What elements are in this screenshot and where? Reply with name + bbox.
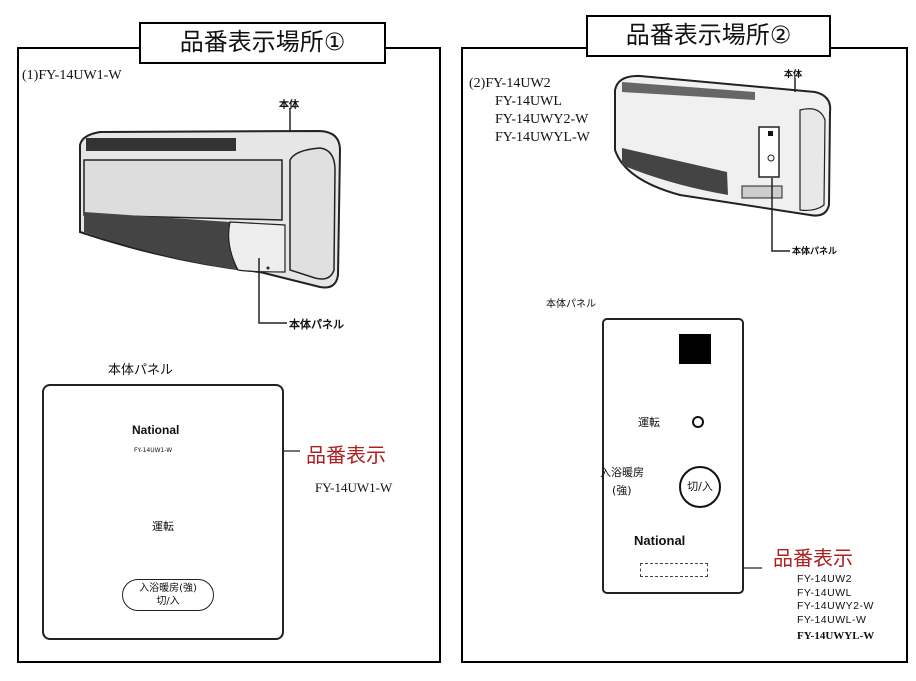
right-model-item: FY-14UWY2-W <box>495 112 589 127</box>
left-heater-unit-drawing <box>79 129 342 289</box>
left-callout-model: FY-14UW1-W <box>315 480 393 495</box>
left-bath-heat-button[interactable]: 入浴暖房(強) 切/入 <box>122 579 214 611</box>
right-panel-bath-label: 入浴暖房 <box>600 466 644 479</box>
right-model-list: (2)FY-14UW2 FY-14UWL FY-14UWY2-W FY-14UW… <box>469 75 590 147</box>
right-callout-model: FY-14UWYL-W <box>797 630 875 642</box>
left-panel-brand-logo: National <box>132 423 180 437</box>
right-model-item: FY-14UWYL-W <box>495 130 590 145</box>
right-callout-model: FY-14UW2 <box>797 573 852 585</box>
right-panel-pointer <box>771 178 790 252</box>
left-bath-heat-button-label: 入浴暖房(強) <box>139 583 197 594</box>
left-bath-heat-button-sublabel: 切/入 <box>156 596 180 607</box>
right-panel-strong-label: (強) <box>612 484 632 497</box>
right-callout-model-list: FY-14UW2 FY-14UWL FY-14UWY2-W FY-14UWL-W… <box>797 573 874 644</box>
left-body-label: 本体 <box>279 100 299 111</box>
right-bath-heat-button[interactable]: 切/入 <box>679 466 721 508</box>
right-section-title: 品番表示場所② <box>586 15 831 57</box>
right-body-label: 本体 <box>784 70 803 80</box>
left-control-panel: National FY-14UW1-W 運転 入浴暖房(強) 切/入 <box>42 384 284 640</box>
right-run-indicator-icon <box>692 416 704 428</box>
right-panel-display-icon <box>679 334 711 364</box>
right-control-panel: 運転 入浴暖房 (強) 切/入 National <box>600 318 744 594</box>
right-panel-brand-logo: National <box>634 533 686 548</box>
left-callout-label: 品番表示 <box>306 443 386 467</box>
right-model-item: FY-14UWL <box>495 94 562 109</box>
right-panel-pointer-label: 本体パネル <box>792 247 838 257</box>
left-panel-pointer-label: 本体パネル <box>289 318 344 331</box>
right-callout-model: FY-14UWL-W <box>797 613 867 626</box>
left-panel-model-small: FY-14UW1-W <box>134 447 173 454</box>
left-panel-pointer <box>258 258 287 324</box>
right-callout-model: FY-14UWY2-W <box>797 600 874 612</box>
left-panel-run-label: 運転 <box>152 520 174 533</box>
left-panel-heading: 本体パネル <box>108 363 174 378</box>
left-model-label: (1)FY-14UW1-W <box>22 68 122 83</box>
right-callout-model: FY-14UWL <box>797 586 852 599</box>
right-panel-run-label: 運転 <box>638 416 660 429</box>
right-heater-unit-drawing <box>614 74 832 217</box>
right-panel-heading: 本体パネル <box>546 299 596 310</box>
right-callout-label: 品番表示 <box>773 546 853 570</box>
right-bath-heat-button-label: 切/入 <box>687 480 713 493</box>
right-model-item: (2)FY-14UW2 <box>469 76 551 91</box>
left-section-title: 品番表示場所① <box>139 22 386 64</box>
right-model-plate-area <box>640 563 708 577</box>
